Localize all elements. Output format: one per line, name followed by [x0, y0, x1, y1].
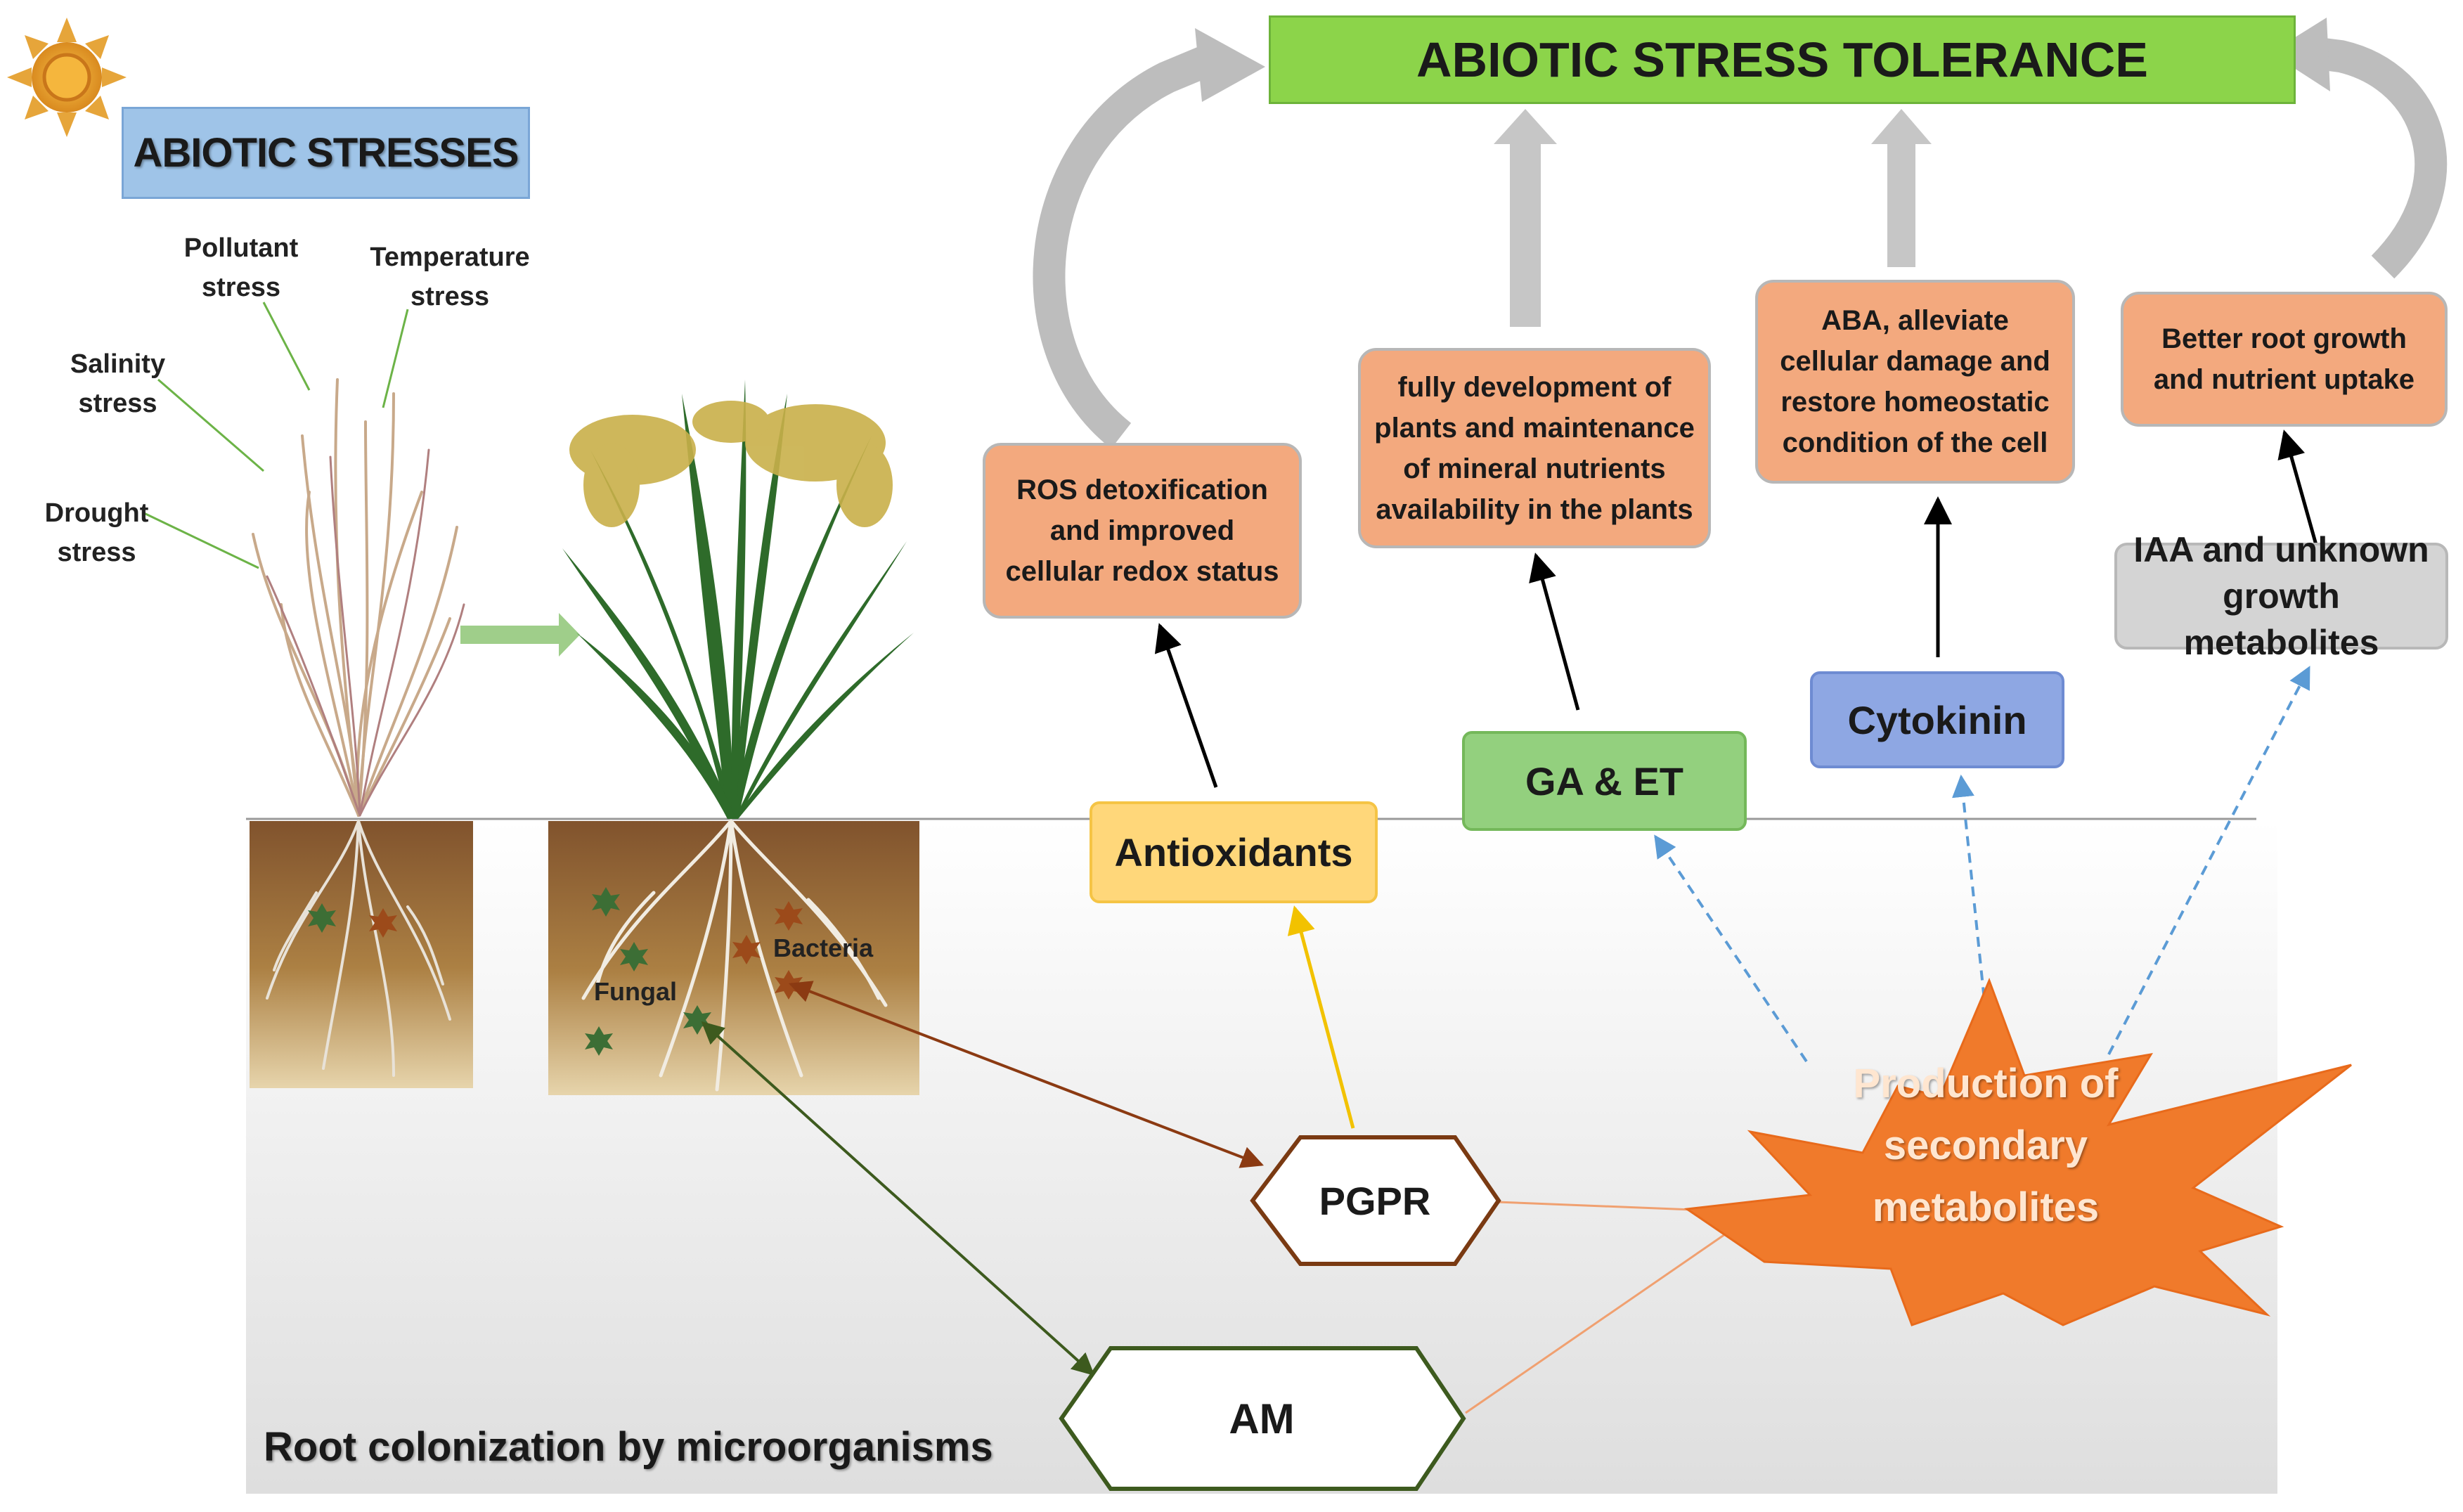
sun-icon: [7, 18, 127, 137]
pollutant-stress-label: Pollutant stress: [183, 233, 299, 302]
ga-et-box: GA & ET: [1462, 731, 1747, 831]
left-curved-arrow: [1033, 28, 1265, 449]
yellow-arrow: [1287, 905, 1355, 1129]
bacteria-microbe-icons: [369, 901, 803, 1000]
ros-detoxification-box: ROS detoxification and improved cellular…: [983, 443, 1302, 619]
black-arrows: [1154, 429, 2318, 788]
right-up-arrow: [1871, 109, 1932, 267]
root-colonization-caption: Root colonization by microorganisms: [264, 1424, 993, 1470]
antioxidants-box: Antioxidants: [1090, 801, 1378, 903]
fungal-am-arrow: [701, 1021, 1095, 1376]
abiotic-stress-tolerance-banner: ABIOTIC STRESS TOLERANCE: [1269, 15, 2296, 104]
am-hexagon: [1059, 1346, 1466, 1491]
bacteria-label: Bacteria: [773, 933, 874, 962]
fungal-label: Fungal: [594, 977, 677, 1006]
am-label: AM: [1229, 1395, 1295, 1442]
pgpr-label: PGPR: [1319, 1178, 1431, 1223]
secondary-metabolites-starburst: [1683, 977, 2352, 1326]
pgpr-hexagon: [1250, 1135, 1501, 1266]
temperature-stress-label: Temperature stress: [370, 243, 530, 311]
dry-plant-illustration: [250, 378, 473, 1088]
center-up-arrow: [1494, 109, 1557, 327]
right-curved-arrow: [2270, 18, 2448, 279]
plant-transition-arrow: [460, 613, 580, 657]
blue-dashed-arrows: [1654, 666, 2310, 1063]
salinity-stress-label: Salinity stress: [70, 349, 166, 418]
stress-pointer-lines: [143, 302, 409, 569]
better-root-growth-box: Better root growth and nutrient uptake: [2121, 292, 2448, 427]
abiotic-stresses-title: ABIOTIC STRESSES: [122, 107, 530, 199]
cytokinin-box: Cytokinin: [1810, 671, 2064, 768]
drought-stress-label: Drought stress: [44, 498, 149, 567]
secondary-metabolites-label: Production of secondary metabolites: [1853, 1061, 2119, 1230]
iaa-box: IAA and unknown growth metabolites: [2114, 530, 2448, 662]
dry-plant-soil: [250, 821, 473, 1088]
fungal-microbe-icons: [308, 887, 711, 1056]
aba-box: ABA, alleviate cellular damage and resto…: [1755, 280, 2075, 484]
full-development-box: fully development of plants and maintena…: [1358, 348, 1711, 548]
